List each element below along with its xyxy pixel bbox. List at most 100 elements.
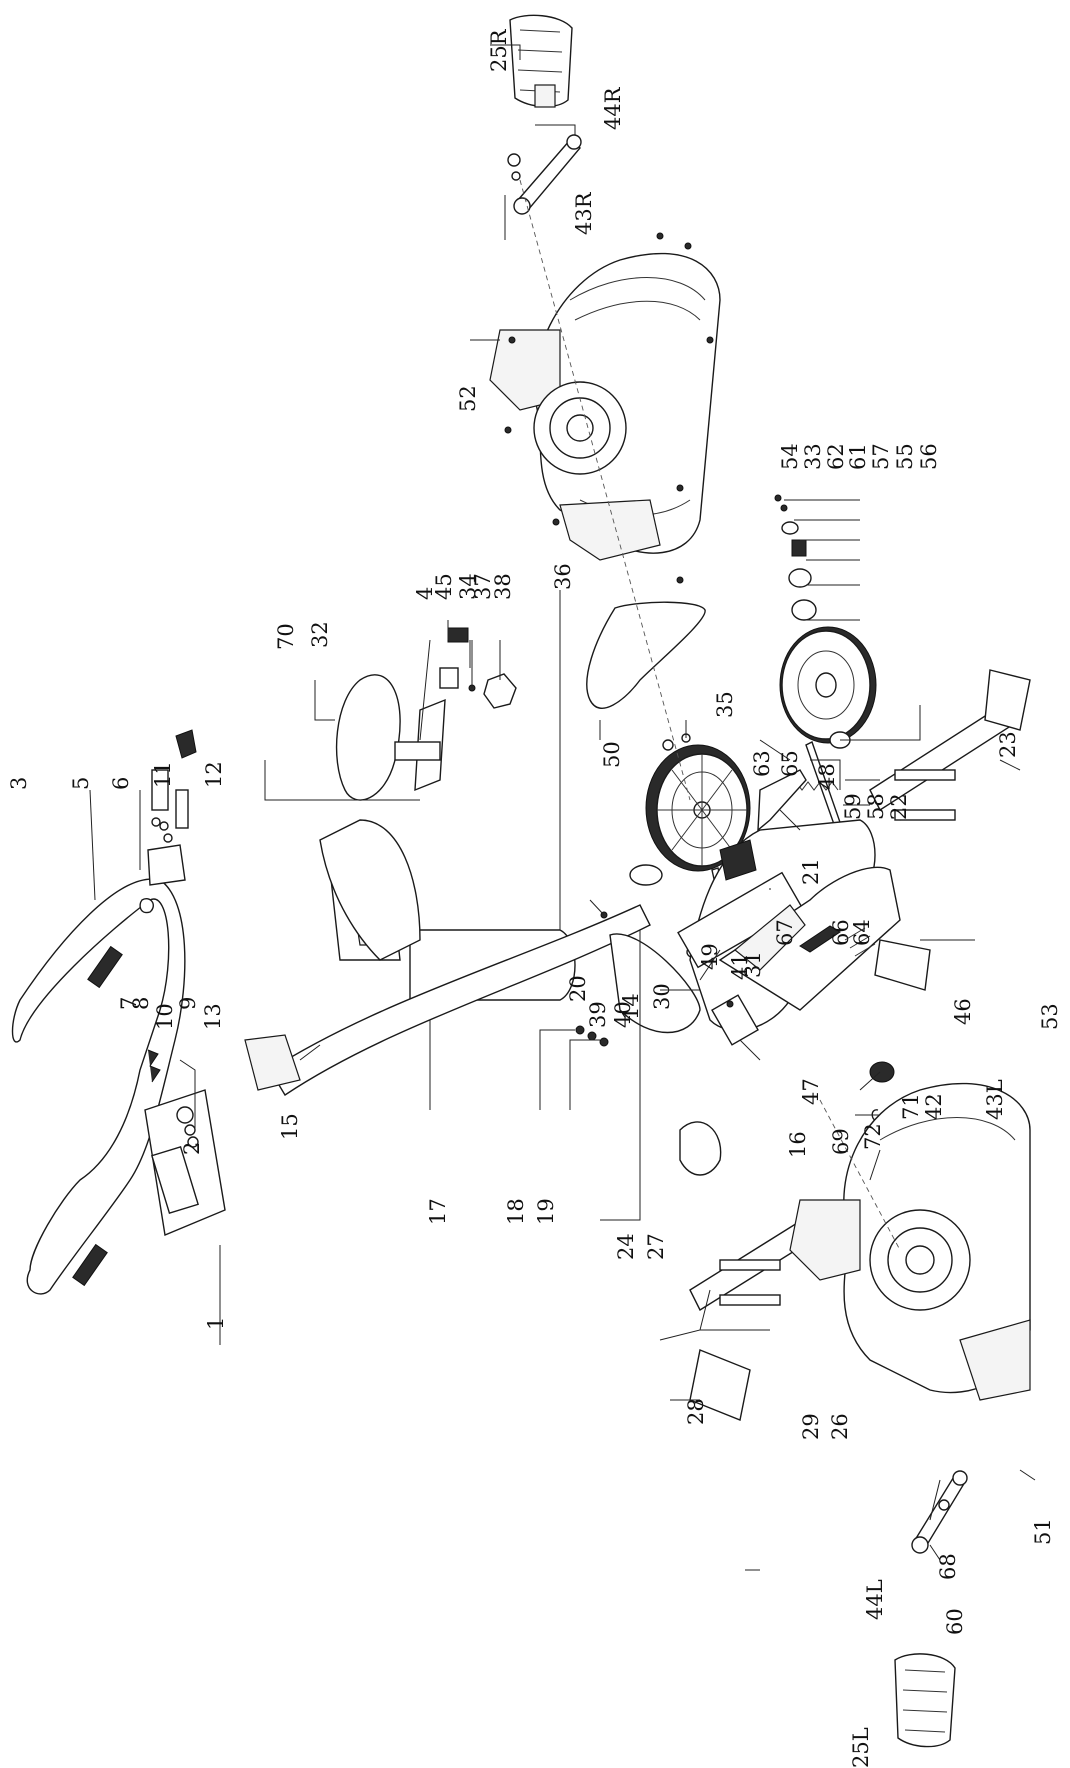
left-shroud: [789, 1082, 1031, 1401]
resistance-bracket: [799, 925, 876, 957]
callout-55: 55: [893, 443, 917, 470]
callout-11: 11: [151, 761, 175, 788]
callout-3: 3: [7, 777, 31, 790]
callout-30: 30: [650, 983, 674, 1010]
handlebar: [11, 878, 186, 1295]
left-crank: [911, 1470, 968, 1554]
callout-56: 56: [917, 443, 941, 470]
rear-stabilizer: [869, 669, 1031, 991]
callout-43L: 43L: [983, 1079, 1007, 1120]
console: [144, 1089, 226, 1236]
callout-69: 69: [829, 1128, 853, 1155]
main-column: [269, 904, 651, 1096]
callout-19: 19: [534, 1198, 558, 1225]
callout-52: 52: [456, 385, 480, 412]
callout-33: 33: [801, 443, 825, 470]
callout-68: 68: [936, 1553, 960, 1580]
right-pedal: [509, 14, 573, 108]
callout-59: 59: [841, 793, 865, 820]
callout-65: 65: [778, 750, 802, 777]
flywheel-bearing-stack: [774, 494, 851, 749]
column-bolts: [575, 1025, 609, 1047]
drive-belt: [586, 601, 706, 709]
callout-53: 53: [1038, 1003, 1062, 1030]
callout-44R: 44R: [601, 86, 625, 130]
seat-back: [335, 674, 401, 801]
idler-arm: [757, 769, 807, 832]
callout-45: 45: [432, 573, 456, 600]
right-crank: [507, 134, 582, 215]
front-stabilizer: [679, 1121, 821, 1421]
callout-62: 62: [824, 443, 848, 470]
callout-54: 54: [778, 443, 802, 470]
callout-8: 8: [129, 997, 153, 1010]
seat-knob: [483, 673, 517, 709]
callout-43R: 43R: [572, 191, 596, 235]
callout-61: 61: [846, 443, 870, 470]
callout-50: 50: [600, 741, 624, 768]
callout-36: 36: [551, 563, 575, 590]
callout-18: 18: [504, 1198, 528, 1225]
callout-57: 57: [869, 443, 893, 470]
callout-21: 21: [799, 858, 823, 885]
callout-15: 15: [278, 1113, 302, 1140]
callout-9: 9: [176, 997, 200, 1010]
callout-22: 22: [887, 793, 911, 820]
callout-46: 46: [951, 998, 975, 1025]
callout-72: 72: [861, 1123, 885, 1150]
callout-41: 41: [728, 953, 752, 980]
callout-51: 51: [1031, 1518, 1055, 1545]
callout-27: 27: [644, 1233, 668, 1260]
alignment-line-right: [519, 179, 691, 801]
callout-20: 20: [566, 975, 590, 1002]
callout-67: 67: [773, 919, 797, 946]
console-mount: [244, 1034, 301, 1091]
callout-25R: 25R: [487, 28, 511, 72]
callout-32: 32: [308, 621, 332, 648]
callout-23: 23: [996, 731, 1020, 758]
belt-bolt: [662, 739, 674, 751]
callout-16: 16: [786, 1131, 810, 1158]
callout-24: 24: [614, 1233, 638, 1260]
callout-5: 5: [69, 777, 93, 790]
callout-40: 40: [611, 1001, 635, 1028]
callout-14: 14: [619, 993, 643, 1020]
pulley-wheel: [645, 744, 751, 872]
callout-2: 2: [180, 1142, 204, 1155]
callout-58: 58: [864, 793, 888, 820]
callout-39: 39: [586, 1001, 610, 1028]
callout-49: 49: [698, 943, 722, 970]
callout-60: 60: [943, 1608, 967, 1635]
alignment-line-left: [819, 1099, 901, 1251]
callout-42: 42: [922, 1093, 946, 1120]
callout-4: 4: [413, 587, 437, 600]
callout-28: 28: [684, 1398, 708, 1425]
callout-63: 63: [750, 750, 774, 777]
flywheel: [779, 626, 877, 744]
seat-slider: [394, 698, 446, 792]
callout-38: 38: [491, 573, 515, 600]
seat-bracket: [439, 667, 459, 689]
main-frame: [629, 819, 901, 1046]
callout-47: 47: [799, 1078, 823, 1105]
callout-13: 13: [201, 1003, 225, 1030]
callout-17: 17: [426, 1198, 450, 1225]
leader-lines: [89, 44, 1036, 1571]
callout-70: 70: [274, 623, 298, 650]
right-shroud: [489, 232, 721, 584]
column-shroud: [609, 933, 701, 1034]
callout-29: 29: [799, 1413, 823, 1440]
callout-71: 71: [899, 1093, 923, 1120]
callout-48: 48: [815, 763, 839, 790]
handlebar-bracket-parts: [139, 729, 197, 914]
left-pedal: [894, 1653, 956, 1748]
callout-44L: 44L: [863, 1579, 887, 1620]
callout-25L: 25L: [849, 1727, 873, 1768]
callout-10: 10: [153, 1003, 177, 1030]
callout-12: 12: [202, 761, 226, 788]
callout-31: 31: [741, 951, 765, 978]
seat-pad: [447, 627, 469, 643]
callout-66: 66: [829, 919, 853, 946]
callout-35: 35: [713, 691, 737, 718]
